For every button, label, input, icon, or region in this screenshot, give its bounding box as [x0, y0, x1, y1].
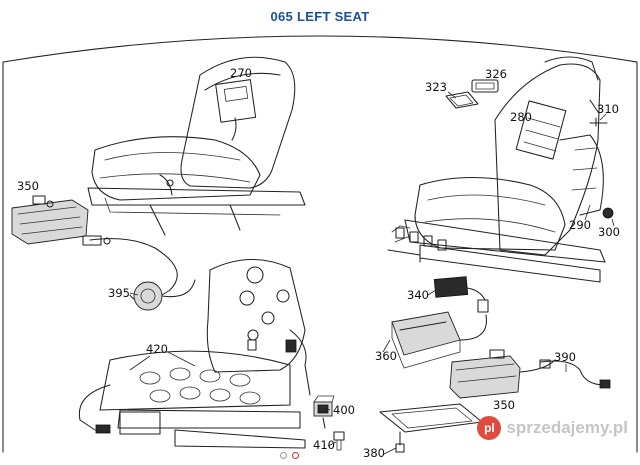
- seat-left-upper: [87, 56, 306, 236]
- callout-395: 395: [108, 286, 130, 300]
- callout-300: 300: [598, 225, 620, 239]
- leader-380: [383, 447, 397, 455]
- callout-390: 390: [554, 350, 576, 364]
- callout-270: 270: [230, 66, 252, 80]
- callout-323: 323: [425, 80, 447, 94]
- carousel-dot-active[interactable]: [292, 452, 299, 459]
- callout-420: 420: [146, 342, 168, 356]
- seat-left-lower: [78, 258, 311, 449]
- leader-360: [382, 339, 391, 353]
- seat-right-upper: [387, 56, 608, 283]
- callout-310: 310: [597, 102, 619, 116]
- callout-400: 400: [333, 403, 355, 417]
- leader-395: [129, 292, 139, 296]
- callout-380: 380: [363, 446, 385, 460]
- leader-323: [447, 91, 457, 99]
- module-340: [433, 276, 489, 313]
- callout-350-right: 350: [493, 398, 515, 412]
- carousel-dots: [280, 452, 299, 459]
- cover-326: [471, 79, 499, 93]
- callout-326: 326: [485, 67, 507, 81]
- leader-310: [599, 113, 607, 121]
- diagram-title: 065 LEFT SEAT: [270, 9, 370, 24]
- callout-350-left: 350: [17, 179, 39, 193]
- harness-395: [82, 235, 196, 311]
- callout-290: 290: [569, 218, 591, 232]
- control-unit-360: [391, 311, 487, 369]
- callout-410: 410: [313, 438, 335, 452]
- connector-400: [313, 395, 335, 429]
- leader-410: [327, 441, 337, 447]
- leader-300: [611, 218, 615, 227]
- leader-290: [584, 204, 591, 221]
- carousel-dot[interactable]: [280, 452, 287, 459]
- leader-420b: [167, 351, 196, 367]
- leader-340: [427, 289, 437, 296]
- callout-360: 360: [375, 349, 397, 363]
- watermark: pl sprzedajemy.pl: [477, 416, 628, 440]
- switch-323: [445, 91, 479, 109]
- callout-340: 340: [407, 288, 429, 302]
- control-unit-350-right: [449, 349, 611, 399]
- leader-420: [129, 355, 151, 371]
- control-unit-350-left: [11, 195, 89, 245]
- callout-280: 280: [510, 110, 532, 124]
- diagram-frame: [2, 35, 638, 453]
- watermark-logo: pl: [477, 416, 502, 440]
- leader-400: [323, 407, 331, 411]
- bracket-380: [379, 403, 483, 453]
- bolt-300: [602, 207, 614, 219]
- watermark-text: sprzedajemy.pl: [506, 418, 628, 437]
- bolt-410: [333, 431, 345, 451]
